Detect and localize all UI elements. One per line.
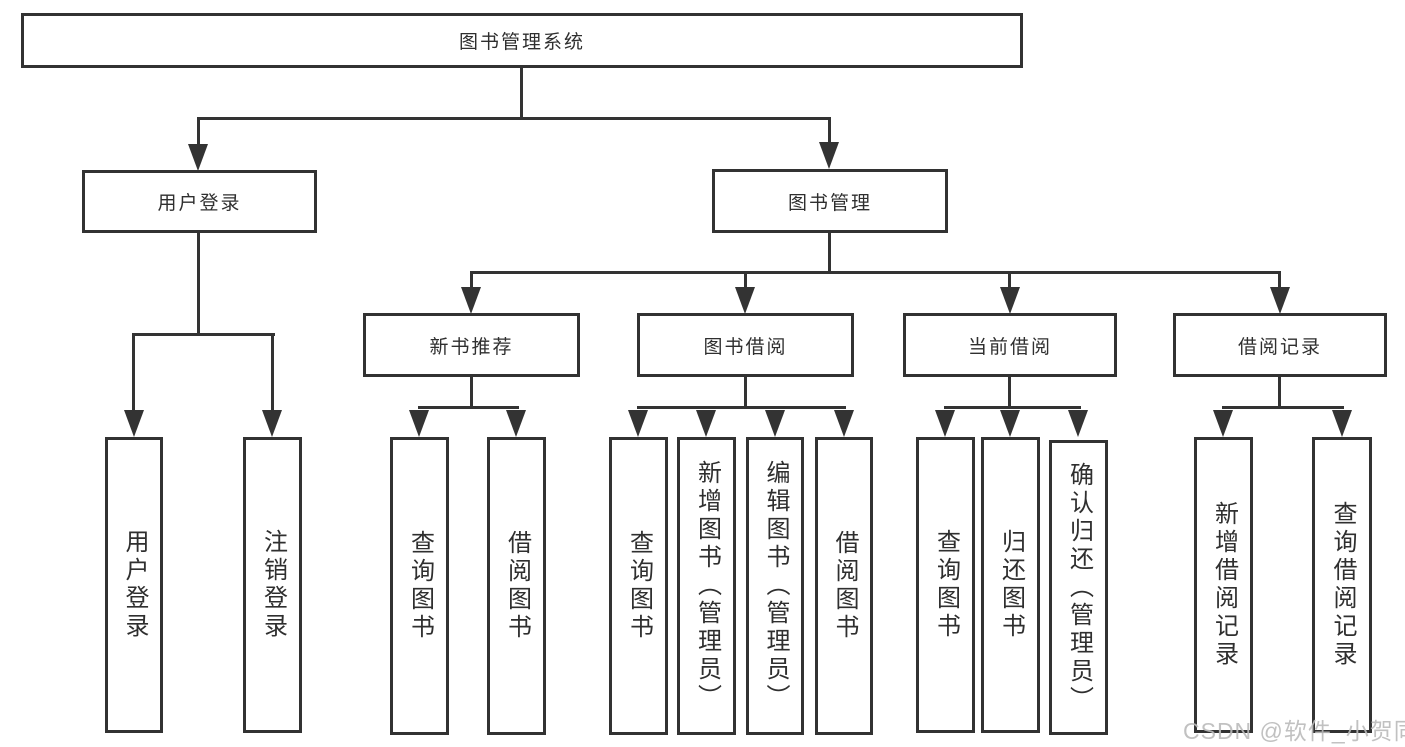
arrowhead-down-icon: [1000, 410, 1020, 437]
connector-line: [828, 233, 831, 273]
leaf-edit-book-admin: 编辑图书（管理员）: [746, 437, 804, 735]
leaf-user-login: 用户登录: [105, 437, 163, 733]
arrowhead-down-icon: [188, 144, 208, 171]
connector-line: [197, 117, 831, 120]
node-new-book-recommend: 新书推荐: [363, 313, 580, 377]
leaf-query-borrow-record: 查询借阅记录: [1312, 437, 1372, 733]
arrowhead-down-icon: [1068, 410, 1088, 437]
arrowhead-down-icon: [834, 410, 854, 437]
leaf-return-book: 归还图书: [981, 437, 1040, 733]
leaf-add-borrow-record: 新增借阅记录: [1194, 437, 1253, 733]
arrowhead-down-icon: [765, 410, 785, 437]
arrowhead-down-icon: [819, 142, 839, 169]
connector-line: [470, 271, 1281, 274]
connector-line: [1008, 377, 1011, 408]
connector-line: [520, 68, 523, 119]
arrowhead-down-icon: [506, 410, 526, 437]
connector-line: [470, 271, 473, 291]
leaf-logout: 注销登录: [243, 437, 302, 733]
csdn-watermark: CSDN @软件_小贺同学: [1183, 718, 1405, 744]
arrowhead-down-icon: [935, 410, 955, 437]
leaf-confirm-return-admin: 确认归还（管理员）: [1049, 440, 1108, 735]
connector-line: [744, 271, 747, 291]
arrowhead-down-icon: [1270, 287, 1290, 314]
connector-line: [470, 377, 473, 408]
connector-line: [197, 117, 200, 148]
connector-line: [1008, 271, 1011, 291]
node-book-management: 图书管理: [712, 169, 948, 233]
connector-line: [418, 406, 519, 409]
arrowhead-down-icon: [1332, 410, 1352, 437]
leaf-borrow-book-recommend: 借阅图书: [487, 437, 546, 735]
node-current-borrow: 当前借阅: [903, 313, 1117, 377]
leaf-query-book-borrow: 查询图书: [609, 437, 668, 735]
leaf-borrow-book: 借阅图书: [815, 437, 873, 735]
arrowhead-down-icon: [262, 410, 282, 437]
node-root: 图书管理系统: [21, 13, 1023, 68]
connector-line: [1278, 271, 1281, 291]
arrowhead-down-icon: [124, 410, 144, 437]
arrowhead-down-icon: [628, 410, 648, 437]
connector-line: [1222, 406, 1344, 409]
connector-line: [271, 333, 274, 413]
leaf-add-book-admin: 新增图书（管理员）: [677, 437, 736, 735]
connector-line: [197, 233, 200, 336]
connector-line: [944, 406, 1081, 409]
arrowhead-down-icon: [1000, 287, 1020, 314]
node-book-borrow: 图书借阅: [637, 313, 854, 377]
connector-line: [828, 117, 831, 146]
connector-line: [744, 377, 747, 408]
arrowhead-down-icon: [461, 287, 481, 314]
node-borrow-records: 借阅记录: [1173, 313, 1387, 377]
arrowhead-down-icon: [696, 410, 716, 437]
leaf-query-book-current: 查询图书: [916, 437, 975, 733]
arrowhead-down-icon: [735, 287, 755, 314]
connector-line: [1278, 377, 1281, 408]
connector-line: [132, 333, 135, 413]
arrowhead-down-icon: [409, 410, 429, 437]
connector-line: [132, 333, 275, 336]
connector-line: [637, 406, 846, 409]
node-user-login: 用户登录: [82, 170, 317, 233]
arrowhead-down-icon: [1213, 410, 1233, 437]
leaf-query-book-recommend: 查询图书: [390, 437, 449, 735]
